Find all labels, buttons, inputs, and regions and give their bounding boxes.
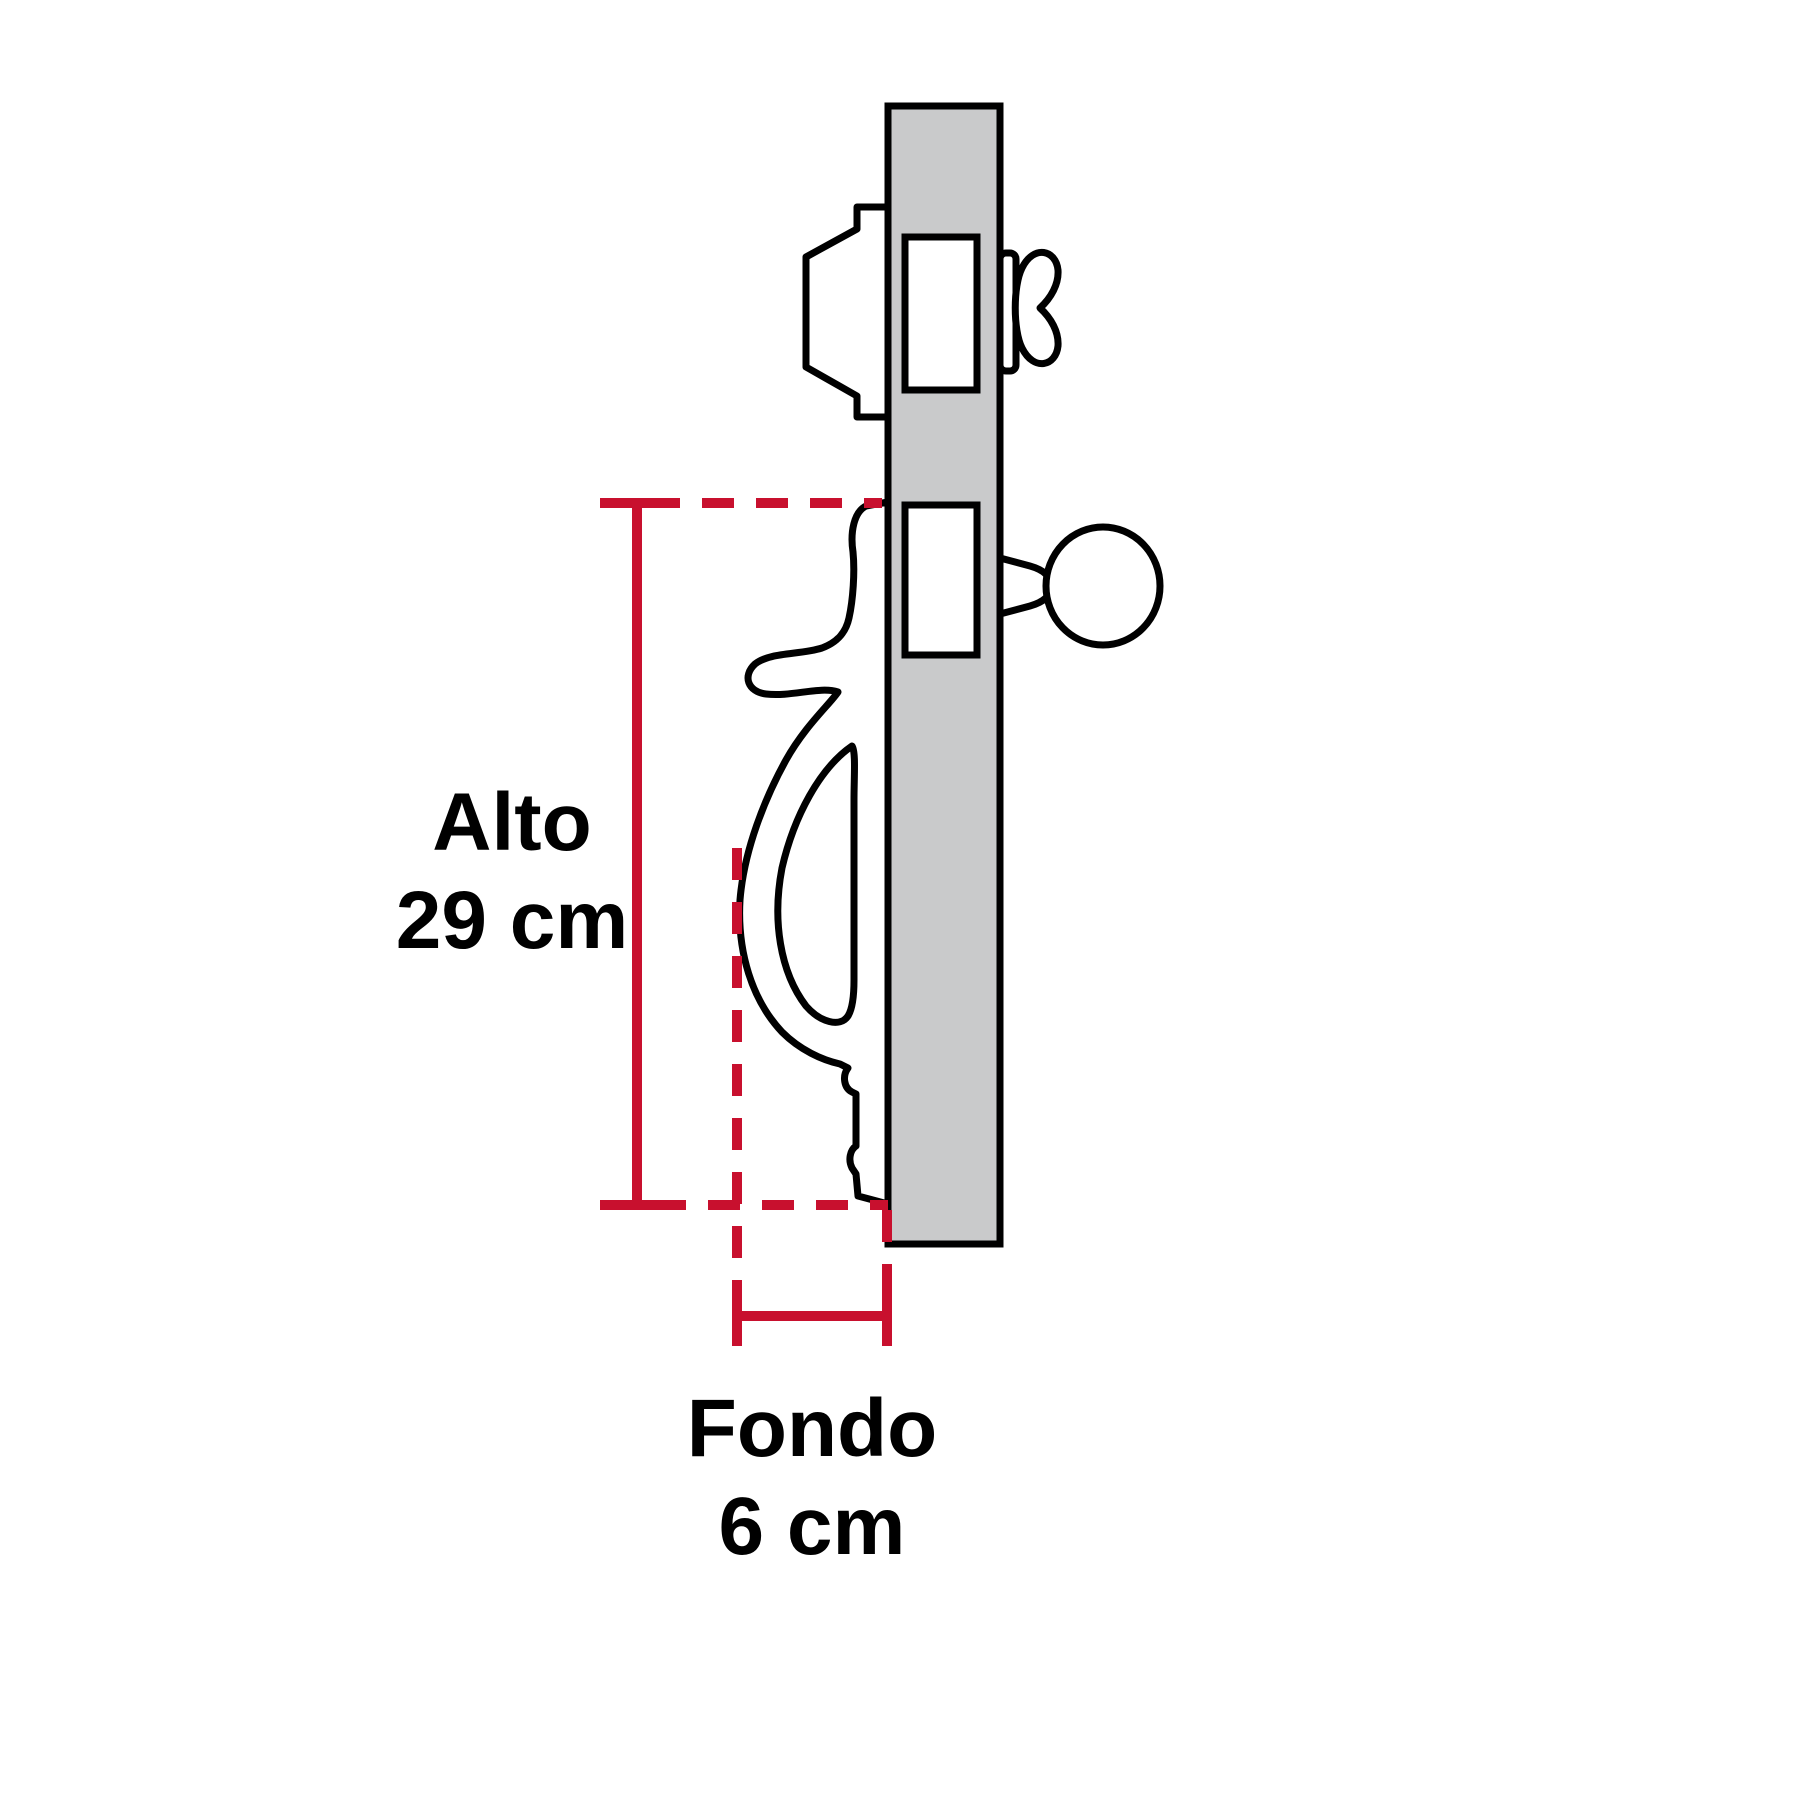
deadbolt-faceplate-cutout xyxy=(901,233,981,394)
latch-faceplate-cutout xyxy=(901,501,981,659)
depth-dimension-name: Fondo xyxy=(686,1383,938,1474)
door-knob xyxy=(1042,523,1164,649)
deadbolt-housing xyxy=(802,203,892,421)
depth-dimension-value: 6 cm xyxy=(718,1481,906,1572)
height-dimension-label: Alto 29 cm xyxy=(396,782,629,962)
height-dimension-value: 29 cm xyxy=(395,875,629,966)
depth-dimension-label: Fondo 6 cm xyxy=(687,1388,937,1568)
pull-handle xyxy=(736,498,892,1208)
deadbolt-cylinder-knob xyxy=(1011,248,1062,368)
height-dimension-name: Alto xyxy=(432,777,592,868)
